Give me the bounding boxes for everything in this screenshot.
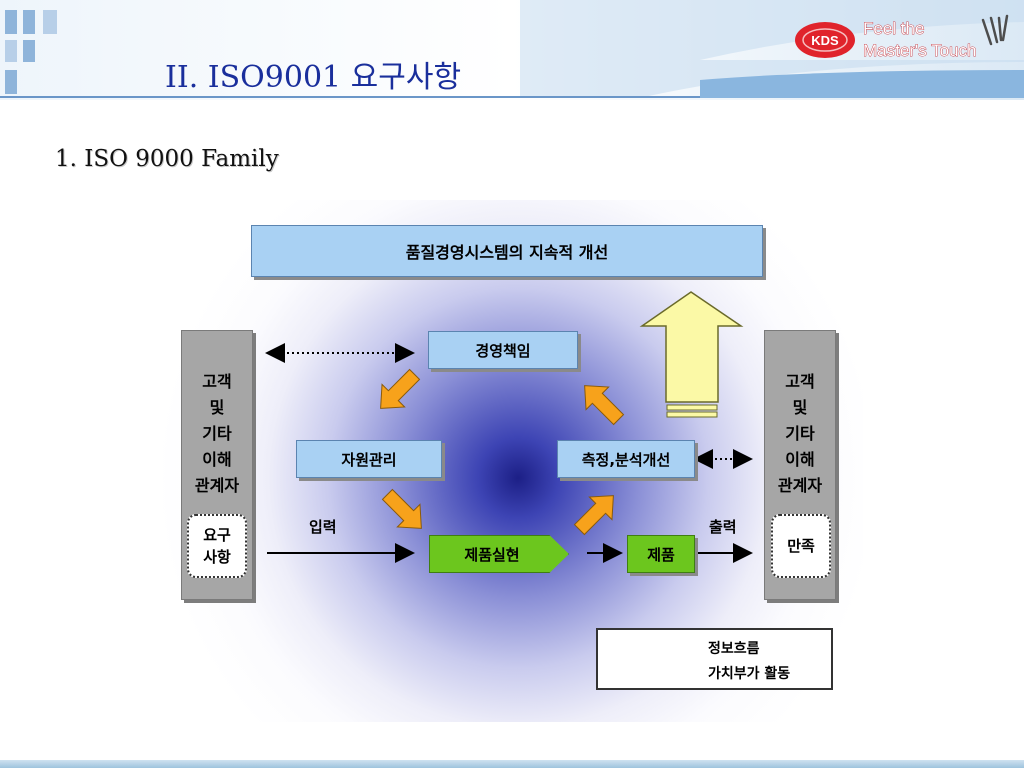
- section-subtitle: 1. ISO 9000 Family: [55, 146, 279, 172]
- right-label-line: 고객: [785, 372, 815, 391]
- product-text: 제품: [647, 545, 675, 564]
- requirements-line: 사항: [203, 548, 231, 566]
- left-stakeholder-column: 고객 및 기타 이해 관계자 요구 사항: [181, 330, 253, 600]
- satisfaction-text: 만족: [787, 537, 815, 555]
- header-band: [0, 0, 1024, 100]
- resource-management-box: 자원관리: [296, 440, 442, 478]
- management-responsibility-text: 경영책임: [475, 341, 531, 360]
- legend-value-added-label: 가치부가 활동: [708, 666, 791, 682]
- continuous-improvement-text: 품질경영시스템의 지속적 개선: [405, 243, 609, 262]
- left-label-line: 관계자: [194, 476, 240, 495]
- right-label-line: 및: [792, 398, 808, 417]
- requirements-line: 요구: [203, 526, 231, 544]
- logo-badge-text: KDS: [811, 33, 839, 48]
- measurement-analysis-text: 측정,분석개선: [581, 450, 671, 469]
- management-responsibility-box: 경영책임: [428, 331, 578, 369]
- product-realization-box: 제품실현: [429, 535, 569, 573]
- left-label-line: 이해: [202, 450, 232, 469]
- orange-arrow-resource-to-realization: [381, 488, 422, 529]
- measurement-analysis-box: 측정,분석개선: [557, 440, 695, 478]
- output-label: 출력: [709, 518, 737, 536]
- page-title: II. ISO9001 요구사항: [165, 60, 462, 95]
- legend-info-flow-label: 정보흐름: [708, 641, 760, 657]
- left-label-line: 기타: [202, 424, 232, 443]
- orange-arrow-realization-to-measure: [573, 495, 614, 536]
- resource-management-text: 자원관리: [341, 450, 397, 469]
- requirements-box: 요구 사항: [187, 514, 247, 578]
- logo-line-2: Master's Touch: [863, 41, 976, 60]
- product-realization-text: 제품실현: [464, 545, 520, 564]
- improvement-arrow: [639, 291, 744, 418]
- right-label-line: 기타: [785, 424, 815, 443]
- right-stakeholder-label: 고객 및 기타 이해 관계자: [765, 369, 835, 499]
- left-label-line: 고객: [202, 372, 232, 391]
- qms-process-diagram: 품질경영시스템의 지속적 개선 경영책임 자원관리 측정,분석개선 제품실현 제…: [163, 200, 863, 722]
- product-box: 제품: [627, 535, 695, 573]
- logo-line-1: Feel the: [863, 19, 924, 38]
- legend: 정보흐름 가치부가 활동: [596, 628, 833, 690]
- orange-arrow-measure-to-management: [584, 385, 625, 426]
- footer-bar: [0, 760, 1024, 768]
- left-label-line: 및: [209, 398, 225, 417]
- right-label-line: 관계자: [777, 476, 823, 495]
- right-label-line: 이해: [785, 450, 815, 469]
- company-logo: KDS Feel the Master's Touch: [795, 14, 1009, 60]
- input-label: 입력: [309, 518, 337, 536]
- satisfaction-box: 만족: [771, 514, 831, 578]
- left-stakeholder-label: 고객 및 기타 이해 관계자: [182, 369, 252, 499]
- right-stakeholder-column: 고객 및 기타 이해 관계자 만족: [764, 330, 836, 600]
- continuous-improvement-banner: 품질경영시스템의 지속적 개선: [251, 225, 763, 277]
- orange-arrow-management-to-resource: [380, 368, 421, 409]
